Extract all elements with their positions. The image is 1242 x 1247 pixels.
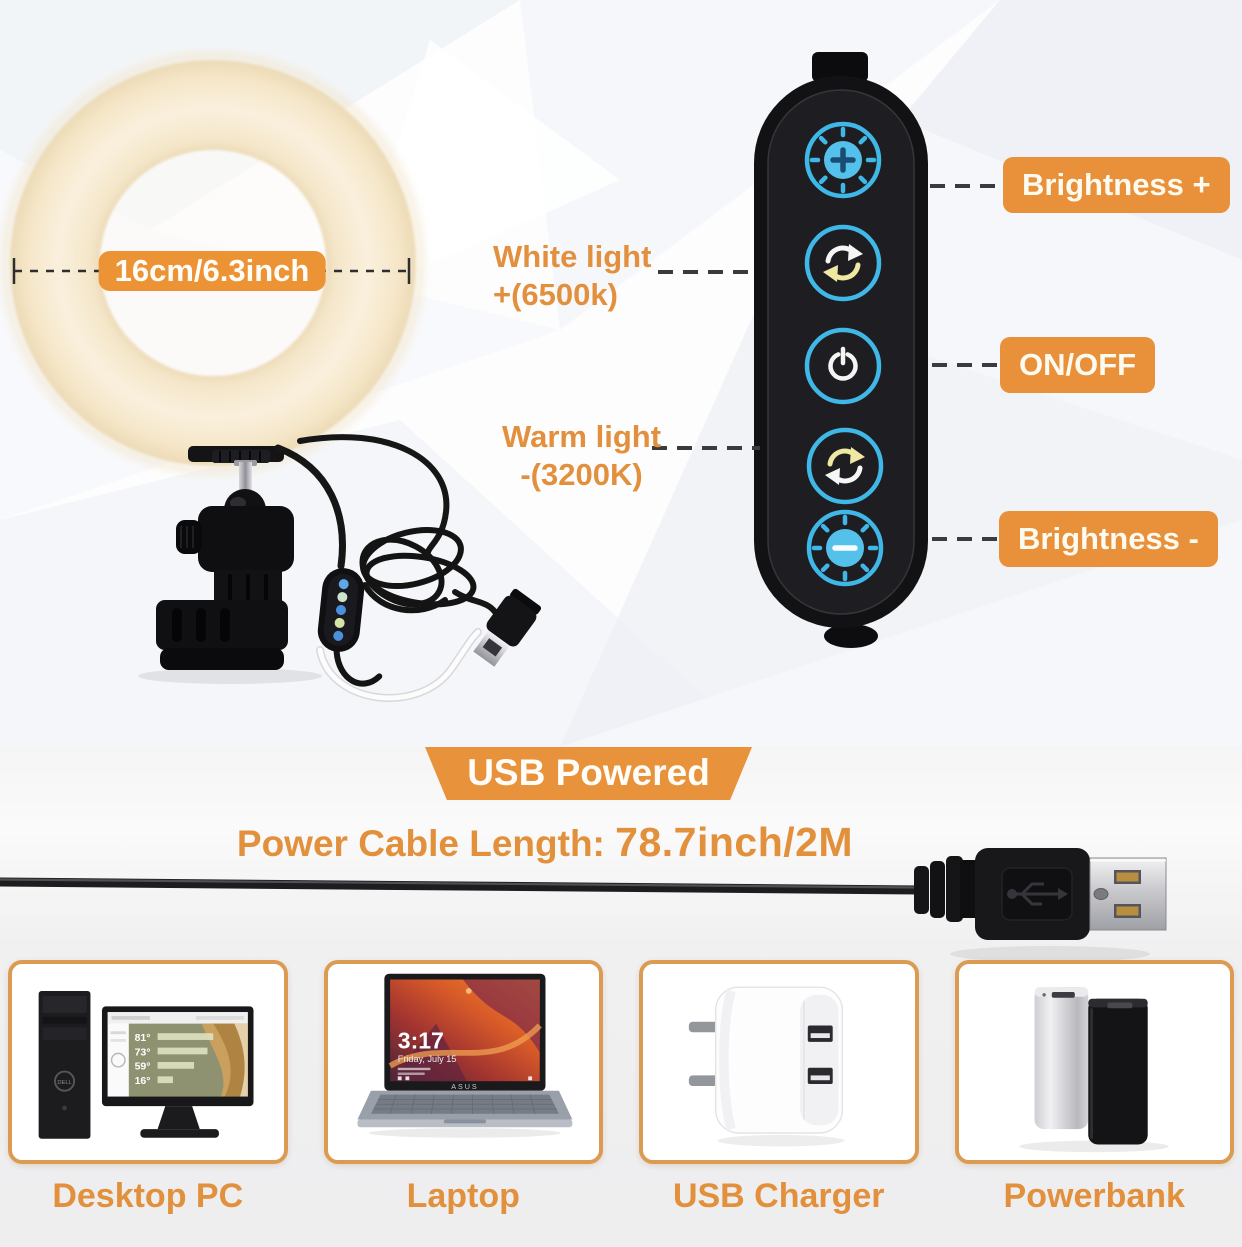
brightness-minus-icon bbox=[806, 509, 884, 587]
clamp-mount bbox=[138, 446, 322, 684]
powerbank-box bbox=[954, 960, 1234, 1164]
cable-length-text: Power Cable Length: 78.7inch/2M bbox=[0, 819, 1090, 866]
desktop-pc-icon: DELL bbox=[38, 991, 254, 1139]
svg-text:16°: 16° bbox=[134, 1075, 150, 1087]
svg-text:73°: 73° bbox=[134, 1046, 150, 1058]
warm-light-line2: -(3200K) bbox=[520, 457, 643, 492]
powerbank-black bbox=[1088, 998, 1148, 1145]
inline-controller bbox=[317, 568, 383, 687]
white-light-line1: White light bbox=[493, 239, 652, 274]
compatibility-row: DELL bbox=[8, 960, 1234, 1216]
usb-cable-illustration bbox=[0, 848, 1167, 962]
usb-plug-large bbox=[914, 848, 1167, 940]
laptop-icon: 3:17 Friday, July 15 ASUS bbox=[357, 973, 573, 1138]
power-cable bbox=[0, 877, 925, 895]
powerbank-silver bbox=[1034, 987, 1089, 1130]
usb-powered-banner: USB Powered bbox=[425, 747, 752, 800]
usb-plug-small bbox=[473, 588, 542, 667]
usb-charger-icon bbox=[688, 986, 844, 1147]
compat-item-powerbank: Powerbank bbox=[954, 960, 1234, 1216]
laptop-box: 3:17 Friday, July 15 ASUS bbox=[323, 960, 603, 1164]
svg-text:DELL: DELL bbox=[57, 1080, 71, 1086]
compat-item-usb-charger: USB Charger bbox=[639, 960, 919, 1216]
ring-dimension-label: 16cm/6.3inch bbox=[98, 251, 326, 291]
svg-text:Friday, July 15: Friday, July 15 bbox=[398, 1054, 457, 1064]
powerbank-icon bbox=[1019, 987, 1170, 1153]
coiled-cable bbox=[359, 527, 477, 614]
top-illustration bbox=[0, 0, 1242, 747]
brightness-plus-icon bbox=[804, 121, 882, 199]
warm-light-line1: Warm light bbox=[502, 419, 662, 454]
callout-connectors bbox=[652, 184, 1000, 541]
svg-text:59°: 59° bbox=[134, 1061, 150, 1073]
compat-item-laptop: 3:17 Friday, July 15 ASUS bbox=[323, 960, 603, 1216]
background-facets bbox=[0, 0, 1242, 747]
warm-light-label: Warm light -(3200K) bbox=[502, 418, 661, 494]
cable-length-value: 78.7inch/2M bbox=[615, 819, 854, 865]
svg-text:3:17: 3:17 bbox=[398, 1028, 444, 1054]
usb-charger-box bbox=[639, 960, 919, 1164]
brightness-minus-callout: Brightness - bbox=[999, 511, 1218, 567]
white-cable bbox=[316, 628, 482, 702]
compat-item-desktop-pc: DELL bbox=[8, 960, 288, 1216]
white-light-line2: +(6500k) bbox=[493, 277, 618, 312]
cables bbox=[274, 434, 498, 615]
usb-charger-label: USB Charger bbox=[672, 1177, 885, 1215]
desktop-pc-box: DELL bbox=[8, 960, 288, 1164]
laptop-label: Laptop bbox=[406, 1177, 520, 1215]
cable-length-prefix: Power Cable Length: bbox=[236, 823, 616, 864]
controller-buttons bbox=[333, 579, 349, 641]
color-cycle-warm-icon bbox=[806, 427, 884, 505]
brightness-plus-callout: Brightness + bbox=[1003, 157, 1230, 213]
usb-power-section: USB Powered Power Cable Length: 78.7inch… bbox=[0, 747, 1242, 1247]
remote-cable-stub bbox=[812, 52, 868, 82]
remote-control bbox=[754, 52, 928, 648]
color-cycle-white-icon bbox=[804, 224, 882, 302]
svg-text:ASUS: ASUS bbox=[452, 1082, 479, 1091]
desktop-pc-label: Desktop PC bbox=[52, 1177, 244, 1215]
usb-trident-icon bbox=[1007, 882, 1068, 906]
white-light-label: White light +(6500k) bbox=[493, 238, 651, 314]
on-off-callout: ON/OFF bbox=[1000, 337, 1156, 393]
svg-text:81°: 81° bbox=[134, 1032, 150, 1044]
powerbank-label: Powerbank bbox=[1003, 1177, 1185, 1215]
usb-port-icon bbox=[807, 1025, 833, 1085]
power-icon bbox=[804, 327, 882, 405]
